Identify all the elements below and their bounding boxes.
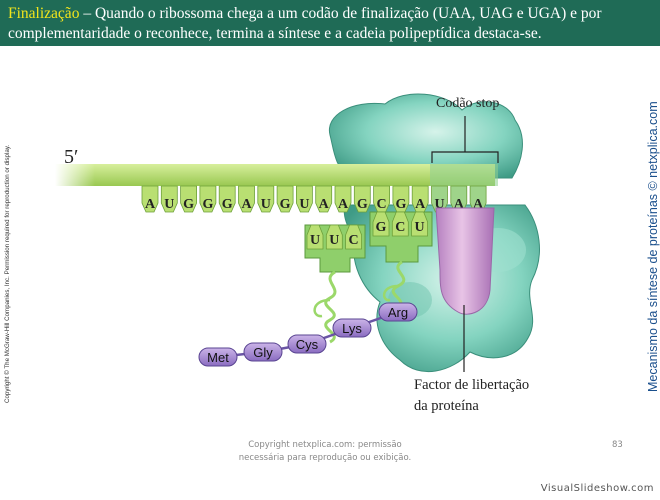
mrna-stop-region bbox=[430, 164, 498, 186]
mrna-base-letter: A bbox=[241, 197, 252, 212]
stop-codon-label: Codão stop bbox=[436, 96, 499, 111]
mrna-base-tab bbox=[257, 185, 275, 213]
anticodon-tab bbox=[325, 224, 343, 250]
mrna-base-tab bbox=[296, 185, 313, 213]
header-term: Finalização bbox=[8, 5, 80, 22]
anticodon-letter: C bbox=[395, 220, 405, 235]
mrna-base-letter: U bbox=[261, 197, 271, 212]
mrna-base-letter: A bbox=[319, 197, 330, 212]
anticodon-tab bbox=[372, 211, 390, 237]
amino-acid-bead bbox=[243, 342, 283, 362]
mrna-base-letter: U bbox=[299, 197, 309, 212]
anticodon-tab bbox=[345, 224, 362, 250]
watermark: VisualSlideshow.com bbox=[540, 483, 654, 494]
anticodon-letter: U bbox=[415, 220, 425, 235]
mrna-base-tab bbox=[218, 185, 236, 213]
header-text: Finalização – Quando o ribossoma chega a… bbox=[0, 0, 660, 44]
footer-line-2: necessária para reprodução ou exibição. bbox=[238, 453, 412, 463]
trna-right-tail bbox=[383, 284, 399, 302]
footer-copyright-note: Copyright netxplica.com: permissão neces… bbox=[235, 439, 415, 465]
mrna-base-letter: A bbox=[454, 197, 465, 212]
amino-acid-bead bbox=[378, 302, 418, 322]
amino-acid-label: Arg bbox=[388, 305, 408, 320]
release-factor-label-line1: Factor de libertação bbox=[414, 377, 529, 393]
mrna-base-tab bbox=[334, 185, 352, 213]
amino-acid-label: Met bbox=[207, 350, 229, 365]
mrna-base-letter: U bbox=[434, 197, 444, 212]
mrna-base-letter: G bbox=[183, 197, 194, 212]
mrna-base-letter: G bbox=[280, 197, 291, 212]
anticodon-tab bbox=[411, 211, 428, 237]
trna-left-loops bbox=[324, 270, 337, 344]
anticodon-letter: G bbox=[376, 220, 387, 235]
release-factor bbox=[435, 207, 495, 315]
stop-codon-bracket bbox=[431, 116, 499, 163]
mrna-base-letter: A bbox=[415, 197, 426, 212]
header-banner: Finalização – Quando o ribossoma chega a… bbox=[0, 0, 660, 46]
mrna-base-letter: G bbox=[222, 197, 233, 212]
amino-acid-label: Cys bbox=[296, 337, 319, 352]
mrna-base-tab bbox=[141, 185, 159, 213]
amino-acid-label: Gly bbox=[253, 345, 273, 360]
page-number: 83 bbox=[612, 440, 623, 450]
mrna-base-letter: C bbox=[377, 197, 387, 212]
footer-line-1: Copyright netxplica.com: permissão bbox=[248, 440, 402, 450]
five-prime-label: 5′ bbox=[64, 146, 78, 168]
mrna-base-letter: A bbox=[338, 197, 349, 212]
anticodon-letter: U bbox=[310, 233, 320, 248]
mrna-base-tab bbox=[199, 185, 217, 213]
trna-left-tail bbox=[313, 298, 331, 318]
peptide-chain: Met Gly Cys Lys Arg bbox=[198, 302, 418, 367]
anticodon-letter: C bbox=[349, 233, 359, 248]
mrna-base-tab bbox=[160, 185, 178, 213]
mrna-strand bbox=[55, 164, 495, 186]
release-factor-label-line2: da proteína bbox=[414, 398, 479, 414]
anticodon-tab bbox=[391, 211, 409, 237]
mrna-fade bbox=[55, 164, 95, 186]
mrna-base-tab bbox=[238, 185, 255, 213]
amino-acid-bead bbox=[198, 347, 238, 367]
mrna-base-tab bbox=[276, 185, 294, 213]
mrna-base-tab bbox=[353, 185, 371, 213]
header-description: – Quando o ribossoma chega a um codão de… bbox=[8, 5, 602, 42]
anticodon-letter: U bbox=[329, 233, 339, 248]
mrna-base-letter: G bbox=[395, 197, 406, 212]
mrna-base-tab bbox=[180, 185, 197, 213]
anticodon-tab bbox=[306, 224, 324, 250]
mrna-base-letter: G bbox=[357, 197, 368, 212]
mrna-base-letter: A bbox=[145, 197, 156, 212]
mrna-base-tab bbox=[315, 185, 333, 213]
mrna-base-letter: A bbox=[473, 197, 484, 212]
amino-acid-bead bbox=[332, 318, 372, 338]
mrna-base-letter: G bbox=[202, 197, 213, 212]
amino-acid-label: Lys bbox=[342, 321, 362, 336]
amino-acid-bead bbox=[287, 334, 327, 354]
mrna-base-letter: U bbox=[164, 197, 174, 212]
